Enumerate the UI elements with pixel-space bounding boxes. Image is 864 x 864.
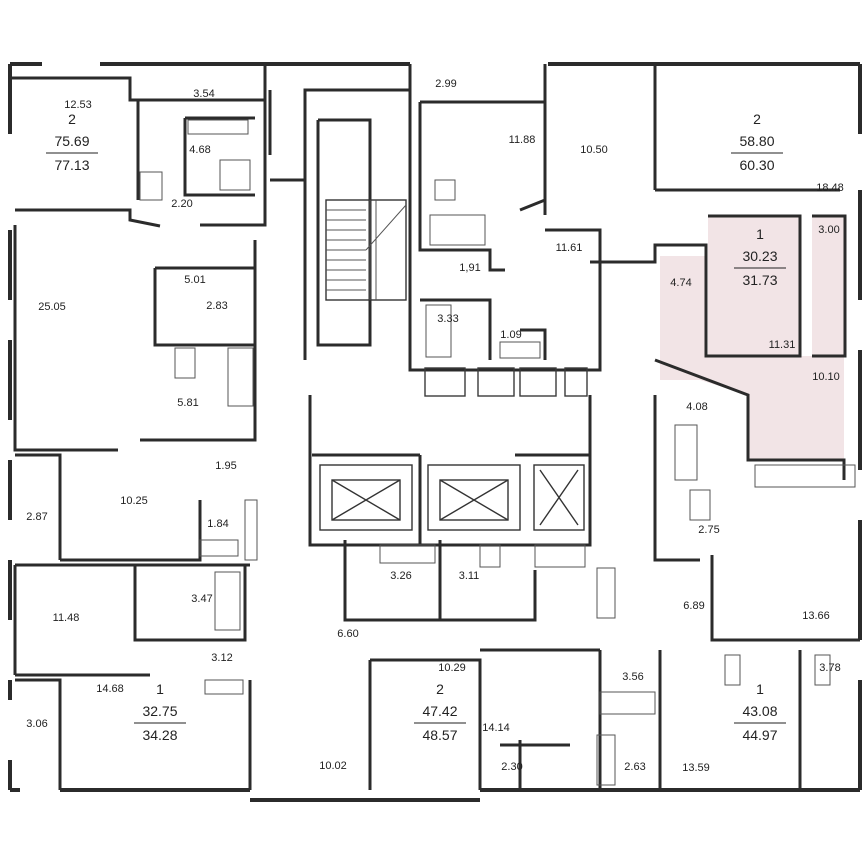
outer-walls <box>8 62 862 802</box>
room-area-label: 3.11 <box>459 570 480 582</box>
room-area-label: 3.47 <box>191 593 212 605</box>
apartment-rooms: 2 <box>436 681 444 697</box>
room-area-label: 1.09 <box>500 329 521 341</box>
room-area-label: 1,91 <box>459 262 480 274</box>
apartment-total-area: 31.73 <box>742 272 777 288</box>
room-area-label: 3.12 <box>211 652 232 664</box>
room-area-label: 10.10 <box>812 371 840 383</box>
highlighted-apartment <box>660 216 844 460</box>
room-area-label: 10.02 <box>319 760 347 772</box>
room-area-label: 1.95 <box>215 460 236 472</box>
room-area-label: 6.89 <box>683 600 704 612</box>
apartment-label-apt-ne: 2 58.80 60.30 <box>731 111 783 173</box>
apartment-living-area: 75.69 <box>54 133 89 149</box>
room-area-label: 4.68 <box>189 144 210 156</box>
room-area-label: 10.25 <box>120 495 148 507</box>
room-area-label: 2.20 <box>171 198 192 210</box>
apartment-rooms: 1 <box>156 681 164 697</box>
room-area-label: 5.01 <box>184 274 205 286</box>
room-area-label: 2.83 <box>206 300 227 312</box>
apartment-living-area: 47.42 <box>422 703 457 719</box>
room-area-label: 18.48 <box>816 182 844 194</box>
room-area-label: 11.61 <box>556 242 583 254</box>
room-area-label: 1.84 <box>207 518 228 530</box>
storage-boxes <box>424 367 588 397</box>
room-area-label: 4.08 <box>686 401 707 413</box>
room-area-label: 10.50 <box>580 144 608 156</box>
radiators <box>139 171 616 786</box>
room-area-label: 14.14 <box>482 722 510 734</box>
room-area-label: 14.68 <box>96 683 124 695</box>
room-area-label: 3.78 <box>819 662 840 674</box>
room-area-label: 2.99 <box>435 78 456 90</box>
room-area-label: 3.56 <box>622 671 643 683</box>
room-area-label: 2.30 <box>501 761 522 773</box>
apartment-label-apt-nw: 2 75.69 77.13 <box>46 111 98 173</box>
room-area-label: 2.75 <box>698 524 719 536</box>
apartment-total-area: 44.97 <box>742 727 777 743</box>
apartment-total-area: 60.30 <box>739 157 774 173</box>
room-area-label: 12.53 <box>64 99 92 111</box>
room-area-label: 3.33 <box>437 313 458 325</box>
apartment-living-area: 32.75 <box>142 703 177 719</box>
room-area-label: 25.05 <box>38 301 66 313</box>
apartment-total-area: 34.28 <box>142 727 177 743</box>
room-area-label: 3.00 <box>818 224 839 236</box>
apartment-living-area: 30.23 <box>742 248 777 264</box>
room-area-label: 11.31 <box>769 339 796 351</box>
apartment-label-apt-east: 1 30.23 31.73 <box>734 226 786 288</box>
room-area-label: 3.26 <box>390 570 411 582</box>
apartment-living-area: 58.80 <box>739 133 774 149</box>
room-area-label: 4.74 <box>670 277 691 289</box>
apartment-label-apt-sw: 1 32.75 34.28 <box>134 681 186 743</box>
apartment-living-area: 43.08 <box>742 703 777 719</box>
room-area-label: 13.59 <box>682 762 710 774</box>
apartment-total-area: 77.13 <box>54 157 89 173</box>
room-area-label: 3.06 <box>26 718 47 730</box>
interior-walls <box>10 64 860 790</box>
room-area-label: 6.60 <box>337 628 358 640</box>
apartment-rooms: 1 <box>756 226 764 242</box>
room-labels: 12.53 3.54 4.68 2.20 2.99 11.88 10.50 18.48 11.6… <box>26 78 843 774</box>
elevator-shafts <box>319 464 585 531</box>
apartment-rooms: 2 <box>68 111 76 127</box>
room-area-label: 11.88 <box>509 134 536 146</box>
room-area-label: 5.81 <box>177 397 198 409</box>
room-area-label: 10.29 <box>438 662 466 674</box>
room-area-label: 3.54 <box>193 88 214 100</box>
room-area-label: 2.87 <box>26 511 47 523</box>
apartment-label-apt-south: 2 47.42 48.57 <box>414 681 466 743</box>
apartment-labels: 2 75.69 77.13 2 58.80 60.30 1 30.23 31.73 1 32.75 3… <box>46 111 786 743</box>
apartment-rooms: 1 <box>756 681 764 697</box>
room-area-label: 2.63 <box>624 761 645 773</box>
room-area-label: 13.66 <box>802 610 830 622</box>
room-area-label: 11.48 <box>53 612 80 624</box>
apartment-rooms: 2 <box>753 111 761 127</box>
apartment-total-area: 48.57 <box>422 727 457 743</box>
bath-fixtures <box>174 119 856 715</box>
staircase <box>325 199 407 301</box>
apartment-label-apt-se: 1 43.08 44.97 <box>734 681 786 743</box>
